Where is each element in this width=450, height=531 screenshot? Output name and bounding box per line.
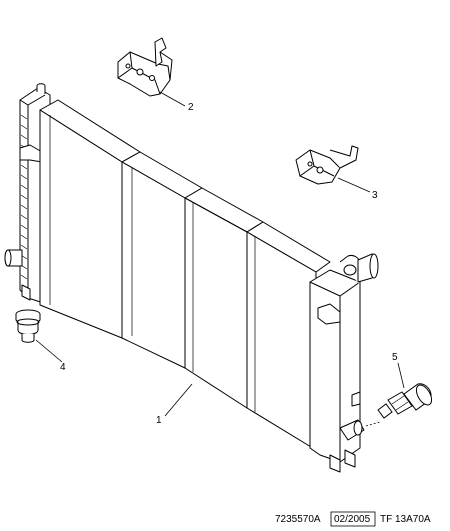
callout-radiator: 1 bbox=[156, 415, 162, 426]
callout-rubber-mount: 4 bbox=[60, 362, 66, 373]
footer-date-box bbox=[330, 511, 376, 527]
rubber-mount bbox=[15, 309, 41, 343]
leader-line-4 bbox=[35, 339, 63, 363]
callout-temperature-switch: 5 bbox=[392, 352, 398, 363]
radiator bbox=[4, 83, 379, 473]
leader-line-3 bbox=[337, 177, 371, 193]
callout-right-bracket: 3 bbox=[372, 190, 378, 201]
leader-line-1 bbox=[164, 383, 193, 417]
leader-line-5b bbox=[365, 421, 381, 427]
leader-line-2 bbox=[159, 91, 186, 107]
footer-model-code: TF 13A70A bbox=[380, 514, 431, 525]
leader-lines bbox=[35, 91, 405, 427]
radiator-right-tank bbox=[309, 253, 379, 473]
temperature-switch bbox=[377, 383, 433, 419]
leader-line-5 bbox=[397, 362, 405, 389]
callout-upper-bracket: 2 bbox=[188, 102, 194, 113]
footer-date: 02/2005 bbox=[334, 514, 371, 525]
upper-bracket bbox=[117, 37, 173, 97]
radiator-core bbox=[39, 99, 331, 451]
footer: 7235570A 02/2005 TF 13A70A bbox=[275, 511, 431, 527]
footer-ref-code: 7235570A bbox=[275, 514, 321, 525]
right-bracket bbox=[295, 145, 359, 185]
